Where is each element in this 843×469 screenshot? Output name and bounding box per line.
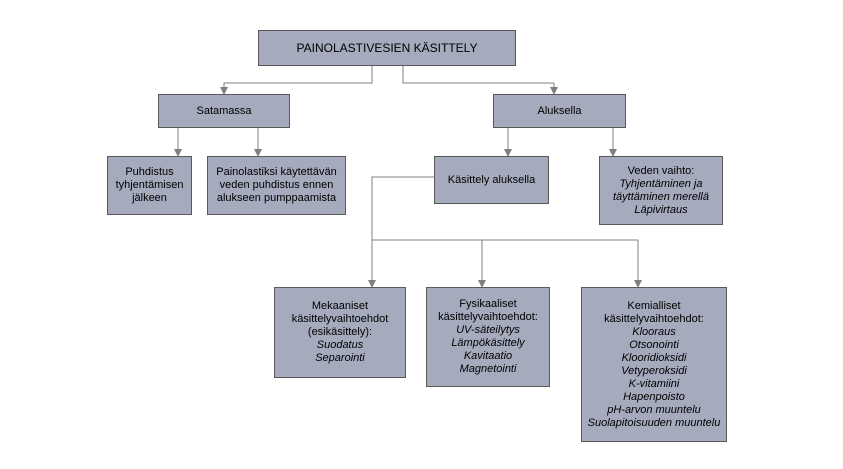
exchange-item: Tyhjentäminen ja täyttäminen merellä [613,177,709,203]
chemical-item: Vetyperoksidi [621,364,687,377]
chemical-item: Suolapitoisuuden muuntelu [587,416,721,429]
chemical-item: Hapenpoisto [623,390,685,403]
root-node: PAINOLASTIVESIEN KÄSITTELY [258,30,516,66]
cleaning-before-node: Painolastiksi käytettävän veden puhdistu… [207,156,346,215]
cleaning-after-node: Puhdistus tyhjentämisen jälkeen [107,156,192,215]
exchange-title: Veden vaihto: [627,164,695,177]
root-label: PAINOLASTIVESIEN KÄSITTELY [296,40,478,55]
ship-node: Aluksella [493,94,626,128]
chemical-item: Klooridioksidi [621,351,687,364]
onboard-label: Käsittely aluksella [447,173,536,186]
mechanical-item: Suodatus [316,339,364,351]
physical-item: Magnetointi [459,363,517,375]
exchange-node: Veden vaihto: Tyhjentäminen ja täyttämin… [599,156,723,225]
chemical-item: Otsonointi [629,338,679,351]
exchange-item: Läpivirtaus [634,203,688,216]
mechanical-item: Separointi [315,352,365,364]
physical-title: Fysikaaliset käsittelyvaihtoehdot: [438,298,538,323]
connector-root-ship [402,66,558,95]
connector-onboard-trunk [371,176,638,241]
connector-root-port [220,66,373,95]
port-label: Satamassa [196,104,252,117]
physical-item: Lämpökäsittely [451,337,525,349]
cleaning-after-label: Puhdistus tyhjentämisen jälkeen [115,166,184,204]
port-node: Satamassa [158,94,290,128]
physical-node: Fysikaaliset käsittelyvaihtoehdot: UV-sä… [426,287,550,387]
chemical-item: pH-arvon muuntelu [607,403,701,416]
physical-item: UV-säteilytys [456,324,520,336]
chemical-node: Kemialliset käsittelyvaihtoehdot: Kloora… [581,287,727,442]
mechanical-title: Mekaaniset käsittelyvaihtoehdot (esikäsi… [291,300,389,338]
chemical-item: Klooraus [632,325,676,338]
ship-label: Aluksella [537,104,582,117]
chemical-title: Kemialliset käsittelyvaihtoehdot: [604,299,704,325]
physical-item: Kavitaatio [463,350,513,362]
onboard-node: Käsittely aluksella [434,156,549,204]
mechanical-node: Mekaaniset käsittelyvaihtoehdot (esikäsi… [274,287,406,378]
cleaning-before-label: Painolastiksi käytettävän veden puhdistu… [216,166,337,204]
chemical-item: K-vitamiini [628,377,680,390]
